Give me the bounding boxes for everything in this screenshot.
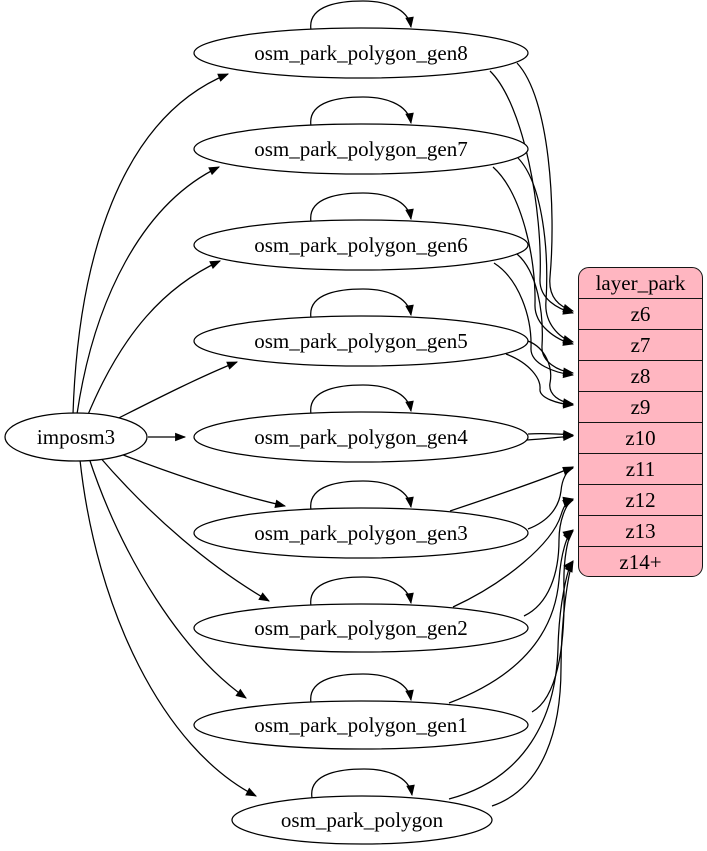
zoom-row-z9: z9 bbox=[579, 392, 702, 423]
zoom-row-z14: z14+ bbox=[619, 550, 662, 574]
node-osm-park-polygon-gen5: osm_park_polygon_gen5 bbox=[193, 315, 529, 367]
zoom-row-z11: z11 bbox=[579, 454, 702, 485]
node-osm-park-polygon-gen2: osm_park_polygon_gen2 bbox=[193, 603, 529, 653]
node-osm-park-polygon-gen4: osm_park_polygon_gen4 bbox=[193, 411, 529, 463]
edges-imposm3-fanout bbox=[72, 73, 287, 797]
node-osm-park-polygon-gen8: osm_park_polygon_gen8 bbox=[193, 27, 529, 79]
node-osm-park-polygon-gen6: osm_park_polygon_gen6 bbox=[193, 219, 529, 271]
node-label-gen2: osm_park_polygon_gen2 bbox=[254, 616, 467, 640]
zoom-row-z12: z12 bbox=[579, 485, 702, 516]
edges-tables-to-layer bbox=[448, 62, 575, 807]
node-osm-park-polygon-gen1: osm_park_polygon_gen1 bbox=[193, 700, 529, 750]
node-osm-park-polygon: osm_park_polygon bbox=[231, 795, 493, 845]
node-label-polygon: osm_park_polygon bbox=[281, 808, 444, 832]
node-label-gen5: osm_park_polygon_gen5 bbox=[254, 329, 467, 353]
node-label-gen1: osm_park_polygon_gen1 bbox=[254, 713, 467, 737]
zoom-row-z13: z13 bbox=[579, 516, 702, 547]
node-label-gen8: osm_park_polygon_gen8 bbox=[254, 41, 467, 65]
node-label-gen7: osm_park_polygon_gen7 bbox=[254, 137, 467, 161]
zoom-row-z10: z10 bbox=[579, 423, 702, 454]
zoom-row-z7: z7 bbox=[579, 330, 702, 361]
node-label-gen3: osm_park_polygon_gen3 bbox=[254, 521, 467, 545]
zoom-row-z8: z8 bbox=[579, 361, 702, 392]
node-osm-park-polygon-gen7: osm_park_polygon_gen7 bbox=[193, 123, 529, 175]
edges-self-loops bbox=[310, 0, 415, 799]
node-imposm3: imposm3 bbox=[4, 412, 148, 462]
node-label-gen6: osm_park_polygon_gen6 bbox=[254, 233, 467, 257]
layer-park-title: layer_park bbox=[579, 268, 702, 299]
zoom-row-z6: z6 bbox=[579, 299, 702, 330]
node-label-gen4: osm_park_polygon_gen4 bbox=[254, 425, 468, 449]
node-label-imposm3: imposm3 bbox=[37, 425, 115, 449]
node-osm-park-polygon-gen3: osm_park_polygon_gen3 bbox=[193, 507, 529, 559]
layer-park-table: layer_park z6 z7 z8 z9 z10 z11 z12 z13 z… bbox=[578, 267, 703, 577]
